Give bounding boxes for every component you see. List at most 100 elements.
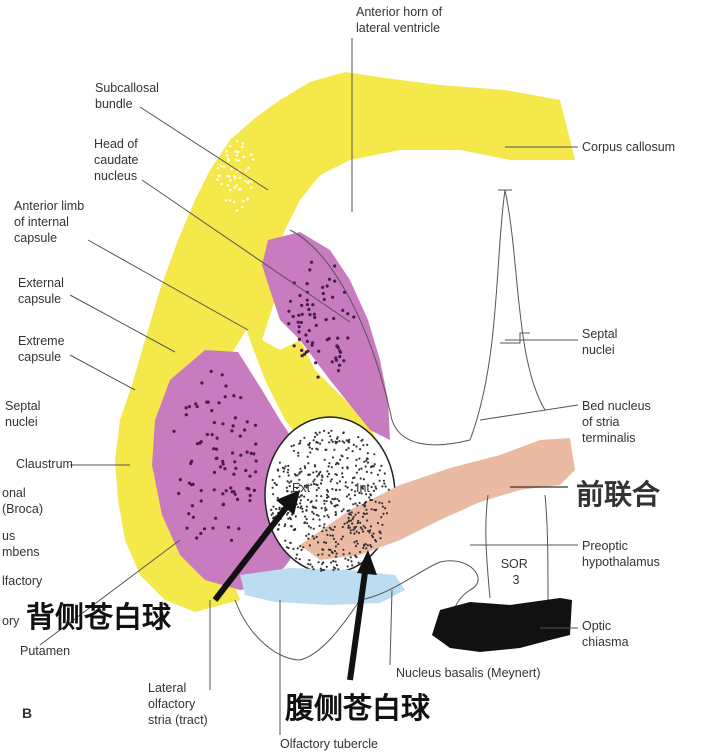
speckle-dot <box>299 545 302 548</box>
speckle-dot <box>184 413 188 417</box>
speckle-dot <box>275 507 278 511</box>
speckle-dot <box>225 199 228 202</box>
speckle-dot <box>244 468 248 473</box>
speckle-dot <box>369 498 372 502</box>
speckle-dot <box>297 451 300 454</box>
speckle-dot <box>340 510 343 513</box>
speckle-dot <box>321 476 324 479</box>
speckle-dot <box>305 518 308 521</box>
speckle-dot <box>328 441 331 444</box>
speckle-dot <box>335 488 338 491</box>
speckle-dot <box>369 525 373 528</box>
speckle-dot <box>354 513 357 516</box>
speckle-dot <box>195 536 199 540</box>
speckle-dot <box>384 507 387 510</box>
speckle-dot <box>315 470 318 473</box>
speckle-dot <box>227 159 230 162</box>
speckle-dot <box>321 530 324 533</box>
speckle-dot <box>351 481 354 484</box>
speckle-dot <box>325 284 329 288</box>
speckle-dot <box>301 507 304 510</box>
speckle-dot <box>298 478 301 481</box>
anterior-horn-label: Anterior horn of lateral ventricle <box>356 5 446 35</box>
speckle-dot <box>358 491 361 494</box>
speckle-dot <box>313 478 316 481</box>
speckle-dot <box>284 523 287 526</box>
speckle-dot <box>307 462 310 465</box>
speckle-dot <box>297 325 301 329</box>
speckle-dot <box>288 299 293 303</box>
speckle-dot <box>323 429 326 432</box>
speckle-dot <box>350 560 353 563</box>
speckle-dot <box>355 540 358 543</box>
speckle-dot <box>287 546 290 550</box>
speckle-dot <box>312 480 315 483</box>
lateral-olfactory-label: Lateral olfactory stria (tract) <box>148 681 208 727</box>
speckle-dot <box>314 506 317 510</box>
speckle-dot <box>308 446 311 449</box>
speckle-dot <box>308 559 311 562</box>
speckle-dot <box>315 494 318 497</box>
speckle-dot <box>287 474 290 477</box>
nucleus-basalis-label: Nucleus basalis (Meynert) <box>396 666 541 680</box>
speckle-dot <box>348 552 351 555</box>
speckle-dot <box>372 532 375 535</box>
speckle-dot <box>367 529 370 533</box>
speckle-dot <box>220 373 224 377</box>
speckle-dot <box>284 465 287 468</box>
speckle-dot <box>295 557 298 560</box>
speckle-dot <box>357 436 360 439</box>
speckle-dot <box>309 260 314 264</box>
speckle-dot <box>312 512 315 515</box>
speckle-dot <box>303 465 306 468</box>
speckle-dot <box>324 541 328 545</box>
speckle-dot <box>299 506 302 509</box>
speckle-dot <box>366 544 369 547</box>
speckle-dot <box>287 309 291 313</box>
speckle-dot <box>354 502 357 505</box>
speckle-dot <box>233 175 237 178</box>
speckle-dot <box>363 460 366 463</box>
speckle-dot <box>311 565 314 569</box>
speckle-dot <box>293 473 297 476</box>
speckle-dot <box>380 516 383 519</box>
speckle-dot <box>209 369 213 373</box>
speckle-dot <box>237 150 240 154</box>
speckle-dot <box>342 290 346 294</box>
speckle-dot <box>357 511 360 514</box>
speckle-dot <box>296 547 299 550</box>
speckle-dot <box>225 154 229 157</box>
speckle-dot <box>343 441 346 444</box>
speckle-dot <box>327 472 331 475</box>
speckle-dot <box>325 565 328 568</box>
speckle-dot <box>234 177 237 180</box>
speckle-dot <box>328 526 332 529</box>
speckle-dot <box>250 180 253 183</box>
speckle-dot <box>334 540 337 544</box>
speckle-dot <box>364 526 367 529</box>
speckle-dot <box>341 440 344 443</box>
speckle-dot <box>229 486 233 490</box>
speckle-dot <box>323 541 326 544</box>
speckle-dot <box>350 511 353 514</box>
speckle-dot <box>333 448 336 451</box>
speckle-dot <box>297 337 301 341</box>
speckle-dot <box>338 488 341 491</box>
speckle-dot <box>286 480 289 483</box>
speckle-dot <box>370 498 373 502</box>
speckle-dot <box>346 457 349 460</box>
speckle-dot <box>220 182 223 186</box>
speckle-dot <box>346 486 349 489</box>
speckle-dot <box>332 528 335 532</box>
speckle-dot <box>224 489 228 493</box>
speckle-dot <box>325 338 329 342</box>
speckle-dot <box>299 320 303 325</box>
speckle-dot <box>362 525 365 528</box>
speckle-dot <box>242 156 245 159</box>
speckle-dot <box>331 295 335 299</box>
speckle-dot <box>359 477 362 480</box>
speckle-dot <box>322 568 325 572</box>
speckle-dot <box>337 543 340 546</box>
speckle-dot <box>355 445 358 448</box>
speckle-dot <box>336 498 339 501</box>
